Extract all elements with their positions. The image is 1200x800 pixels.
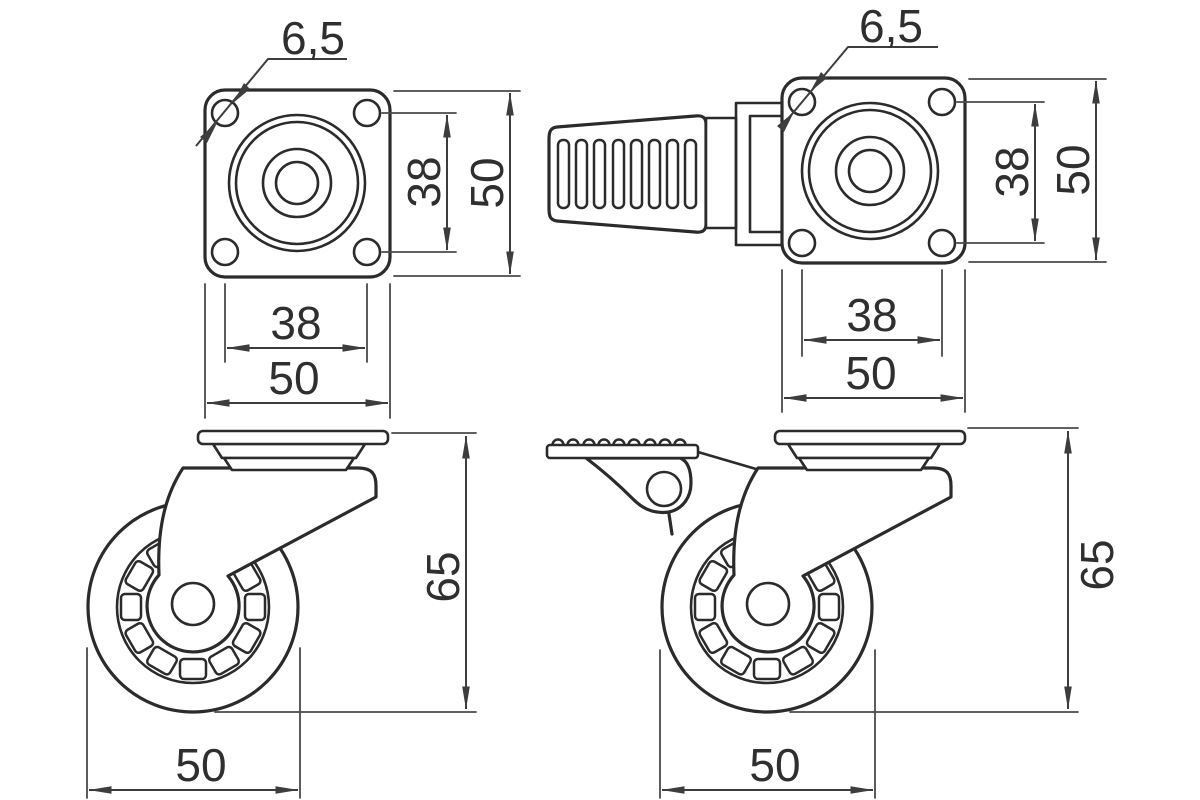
bearing-slot — [698, 559, 729, 593]
mounting-hole — [352, 98, 382, 128]
pedal-rib-slot — [556, 138, 571, 210]
bearing-slot — [124, 621, 155, 655]
leader-line — [195, 58, 347, 147]
pedal-rib-slot — [629, 138, 644, 210]
leader-line — [781, 46, 938, 127]
swivel-race-inner — [807, 108, 933, 234]
dim-hole-diameter: 6,5 — [859, 0, 923, 52]
dim-wheel-diameter: 50 — [175, 739, 226, 791]
bearing-slot — [119, 592, 143, 622]
brake-pedal-ribs — [556, 138, 698, 210]
brake-pin — [667, 512, 674, 536]
brake-linkage-line — [696, 450, 758, 471]
left-caster-side-view: 65 50 — [86, 429, 477, 799]
dim-hole-pitch-horizontal: 38 — [846, 289, 897, 341]
leader-arrowhead — [233, 83, 250, 103]
swivel-bearing-upper — [786, 442, 942, 460]
pedal-rib-slot — [611, 138, 626, 210]
dim-overall-height: 65 — [417, 551, 469, 602]
dim-hole-pitch-vertical: 38 — [398, 156, 450, 207]
dim-overall-height: 65 — [1071, 539, 1123, 590]
mounting-hole — [787, 228, 817, 258]
dim-hole-pitch-horizontal: 38 — [270, 297, 321, 349]
dim-plate-size-horizontal: 50 — [268, 352, 319, 404]
left-caster-top-view: 6,5 38 50 38 50 — [195, 12, 521, 419]
bearing-slot — [124, 559, 155, 593]
bearing-slot — [719, 645, 753, 676]
swivel-race-outer — [800, 101, 940, 241]
brake-arm — [704, 116, 738, 230]
bearing-slot — [817, 592, 841, 622]
dim-hole-pitch-vertical: 38 — [986, 146, 1038, 197]
brake-pedal-top — [547, 114, 708, 234]
swivel-bearing-lower — [222, 456, 356, 472]
mounting-hole — [927, 87, 957, 117]
mounting-hole — [927, 228, 957, 258]
bearing-slot — [178, 657, 208, 681]
bearing-slot — [698, 621, 729, 655]
dim-plate-size-vertical: 50 — [1047, 144, 1099, 195]
pedal-rib-slot — [574, 138, 589, 210]
right-caster-side-view: 65 50 — [545, 427, 1123, 799]
pedal-rib-slot — [647, 138, 662, 210]
mounting-hole — [210, 237, 240, 267]
leader-arrowhead — [777, 112, 794, 132]
dim-plate-size-horizontal: 50 — [845, 347, 896, 399]
bearing-slot — [145, 645, 179, 676]
dim-hole-diameter: 6,5 — [281, 12, 345, 64]
bearing-slot — [231, 621, 262, 655]
swivel-bearing-upper — [211, 442, 367, 460]
top-plate-edge — [773, 429, 967, 446]
right-caster-top-view: 6,5 38 50 38 50 — [547, 0, 1107, 413]
pedal-rib-slot — [683, 138, 698, 210]
brake-pivot — [645, 470, 683, 508]
swivel-bearing-lower — [797, 456, 931, 472]
kingpin-boss — [261, 147, 333, 219]
dim-plate-size-vertical: 50 — [461, 157, 513, 208]
axle-hole — [170, 581, 216, 627]
mounting-hole — [352, 237, 382, 267]
kingpin-hole — [847, 148, 893, 194]
pedal-rib-slot — [665, 138, 680, 210]
leader-arrowhead — [200, 123, 217, 143]
swivel-race-inner — [234, 120, 360, 246]
brake-clamp-outer — [734, 101, 786, 247]
pedal-rib-slot — [592, 138, 607, 210]
bearing-slot — [752, 657, 782, 681]
brake-pedal-bar — [545, 443, 700, 460]
bearing-slot — [207, 645, 241, 676]
kingpin-boss — [834, 135, 906, 207]
dim-wheel-diameter: 50 — [749, 739, 800, 791]
bearing-slot — [693, 592, 717, 622]
axle-hole — [745, 581, 791, 627]
top-plate-edge — [196, 429, 390, 446]
bearing-slot — [805, 621, 836, 655]
kingpin-hole — [274, 160, 320, 206]
brake-clamp-inner — [748, 114, 786, 234]
bearing-slot — [781, 645, 815, 676]
leader-arrowhead — [810, 72, 827, 92]
bearing-slot — [243, 592, 267, 622]
swivel-race-outer — [227, 113, 367, 253]
